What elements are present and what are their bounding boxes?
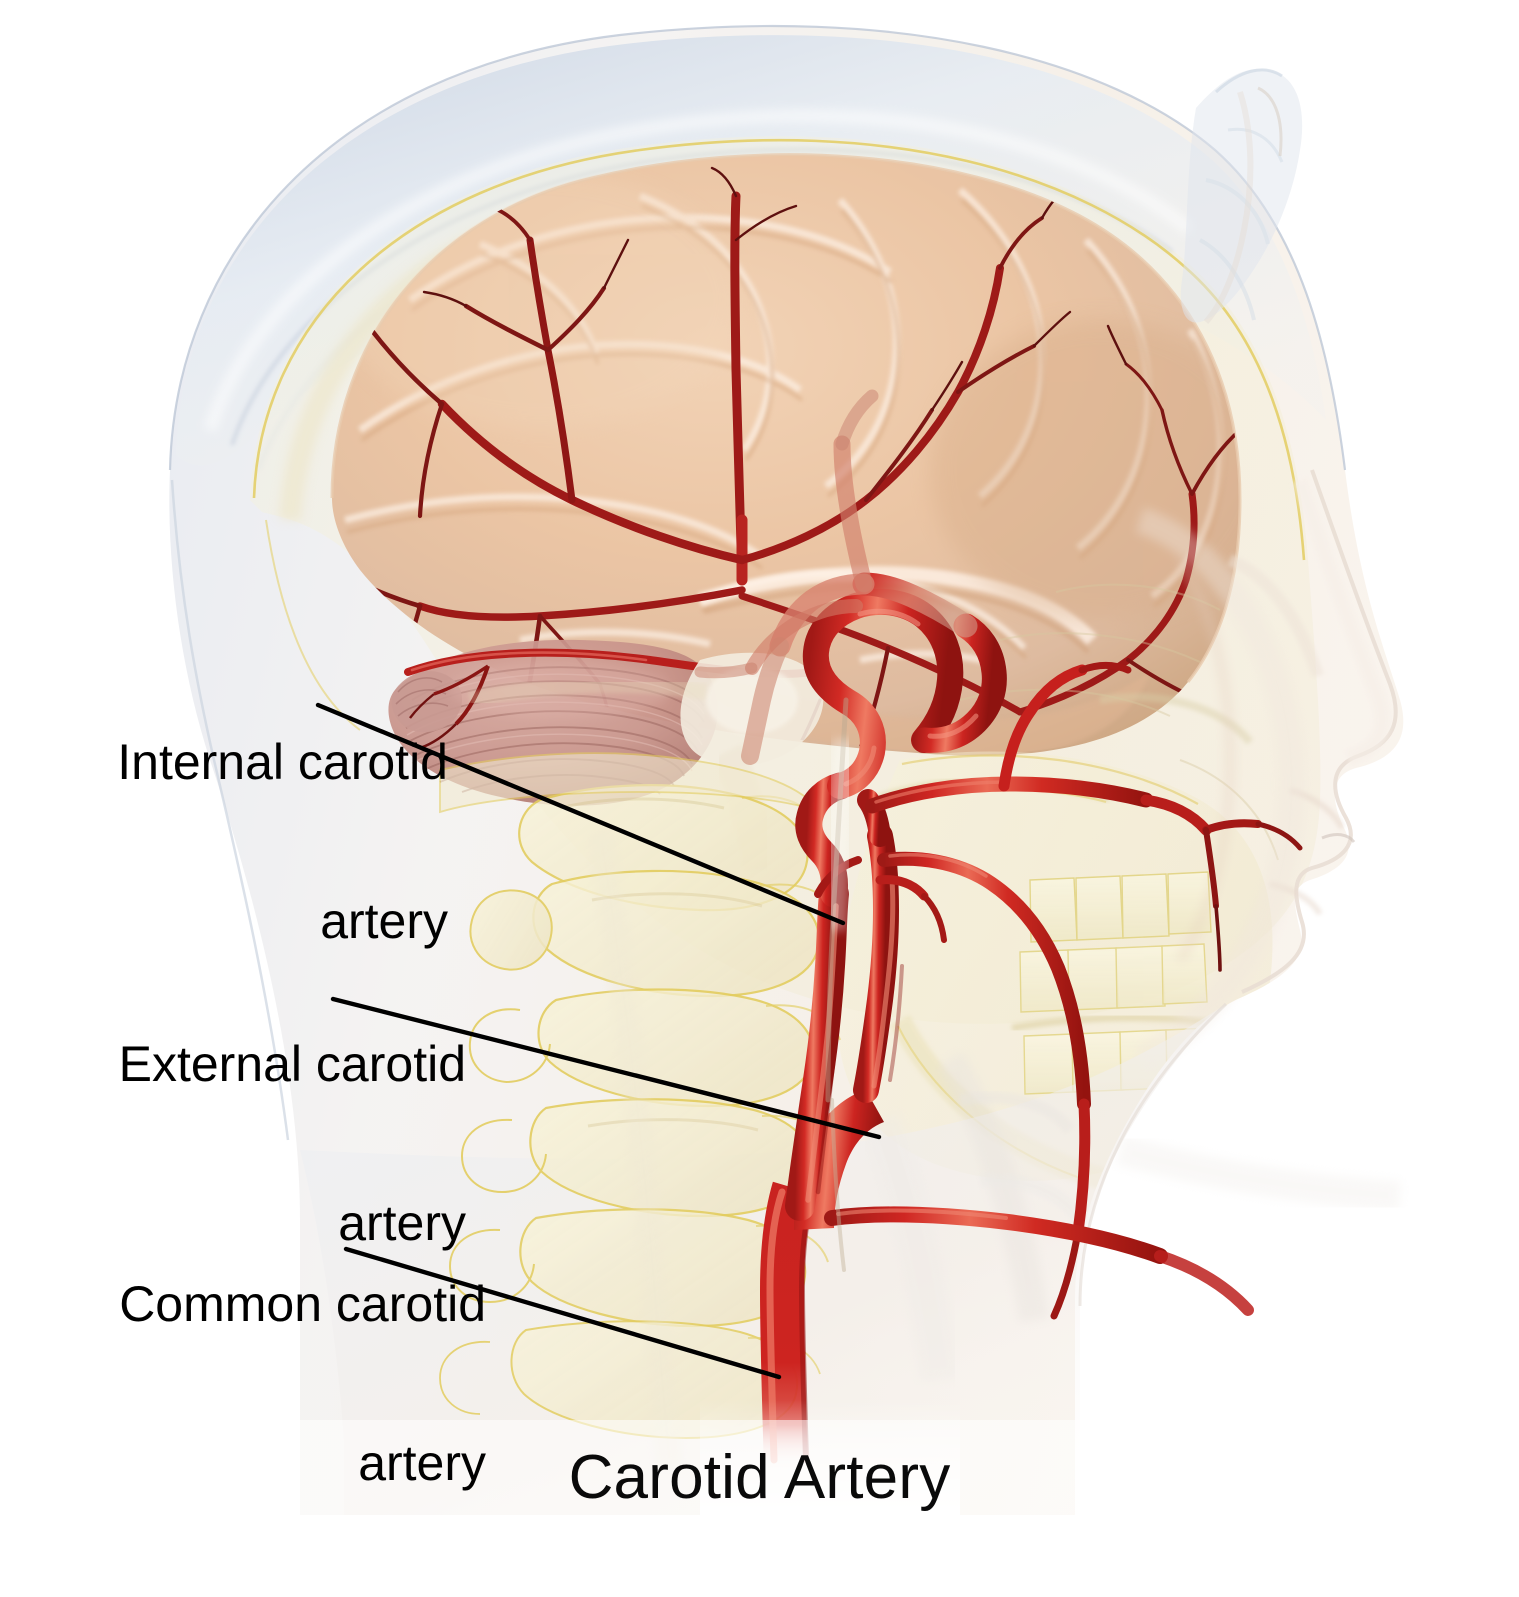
- external-carotid-artery: [814, 662, 1303, 1320]
- figure-title: Carotid Artery: [568, 1443, 951, 1512]
- leader-lines: [315, 702, 882, 1380]
- carotid-artery-illustration: [168, 24, 1404, 1515]
- internal-carotid-artery: [694, 389, 1007, 1221]
- figure-canvas: Internal carotid artery External carotid…: [18, 24, 1404, 1515]
- label-internal-carotid-artery: Internal carotid artery: [18, 630, 448, 1054]
- label-external-carotid-line2: artery: [338, 1195, 466, 1251]
- cortical-arteries: [330, 166, 1240, 754]
- label-internal-carotid-line2: artery: [320, 893, 448, 949]
- label-common-carotid-line1: Common carotid: [119, 1276, 486, 1332]
- leader-line-internal-carotid: [315, 702, 846, 926]
- label-external-carotid-artery: External carotid artery: [18, 932, 466, 1356]
- face-profile: [1133, 469, 1398, 1072]
- label-common-carotid-line2: artery: [358, 1435, 486, 1491]
- label-external-carotid-line1: External carotid: [118, 1036, 466, 1092]
- label-internal-carotid-line1: Internal carotid: [117, 734, 448, 790]
- label-common-carotid-artery: Common carotid artery: [18, 1172, 486, 1596]
- leader-line-common-carotid: [343, 1246, 782, 1380]
- leader-line-external-carotid: [330, 996, 882, 1140]
- frontal-translucent-structure: [1180, 68, 1303, 324]
